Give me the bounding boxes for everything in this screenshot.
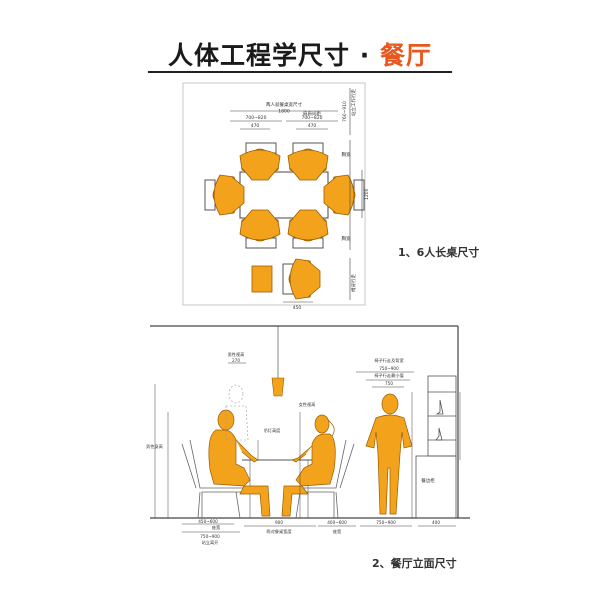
plan-view: 两人就餐桌宽尺寸 1800 700~820 700~820 肩肩间距 470 4… [182,82,370,311]
plan-person [212,174,245,216]
plan-dim-470-b: 470 [308,123,317,129]
label-sit-height: 女性视高 [299,401,316,408]
label-bottom-walk: 站立离开 [202,539,219,546]
dim-bottom-400-600: 400~600 [327,520,347,525]
label-bottom-table: 两对餐桌宽度 [266,528,292,535]
plan-dim-760: 760~910 [342,101,348,122]
plan-person [288,258,321,300]
label-bottom-seat: 座宽 [212,524,221,531]
label-stand-height-left: 男性身高 [146,443,163,450]
label-reach-space: 男性视高 [228,351,245,358]
sideboard-cabinet [415,375,457,519]
dim-270: 270 [232,358,240,363]
standing-man-figure [365,393,413,515]
pendant-lamp [271,377,285,397]
plan-label-shoulder: 肩肩间距 [303,110,321,117]
title-main: 人体工程学尺寸 [168,41,351,70]
title-separator: · [350,41,380,70]
label-pass: 椅子行走及背宽 [374,357,404,364]
plan-dim-450: 450 [293,305,302,311]
dim-750: 750 [385,381,393,386]
plan-label-two-dining: 两人就餐桌宽尺寸 [266,101,302,108]
seated-woman-figure [281,414,336,517]
standing-ghost-figure [225,384,249,441]
dim-bottom-400: 400 [432,520,440,525]
elevation-chairs [181,439,355,519]
label-pass2: 椅子行走最小值 [374,372,403,379]
elevation-vertical-dims [154,384,461,518]
plan-dimensions [230,88,363,303]
elevation-horizontal-dims [182,362,456,533]
elevation-view: 餐边柜 男性视高 270 女性视高 吊灯高度 [146,325,470,546]
dim-bottom-750: 750~900 [376,520,396,525]
seated-man-figure [208,409,271,517]
dim-bottom-750-900: 750~900 [200,534,220,539]
caption-plan: 1、6人长桌尺寸 [398,246,480,259]
plan-frame [182,82,366,306]
plan-label-knee: 胸宽 [342,151,351,158]
caption-elevation: 2、餐厅立面尺寸 [372,557,457,570]
page-title: 人体工程学尺寸 · 餐厅 [0,36,600,72]
plan-dim-1800: 1800 [278,109,290,115]
plan-dim-700-820-a: 700~820 [246,115,267,121]
plan-label-walk-bottom: 椅背行走 [350,274,357,292]
plan-label-walk-right: 站立工作行走 [350,89,357,116]
title-underline [148,71,452,73]
plan-people [212,148,356,300]
plan-dim-1200: 1200 [364,188,370,200]
dim-bottom-450-600: 450~600 [198,519,218,524]
plan-chair [353,179,365,211]
plan-label-knee2: 胸宽 [342,235,351,242]
dim-750-900: 750~900 [379,366,399,371]
label-clear: 吊灯高度 [264,427,282,434]
label-cabinet: 餐边柜 [421,477,435,484]
dim-bottom-900: 900 [275,520,283,525]
title-accent: 餐厅 [379,41,432,70]
plan-person [323,174,356,216]
plan-dim-470-a: 470 [251,123,260,129]
plan-dim-700-820-b: 700~820 [302,115,323,121]
label-bottom-seat2: 座宽 [333,528,342,535]
